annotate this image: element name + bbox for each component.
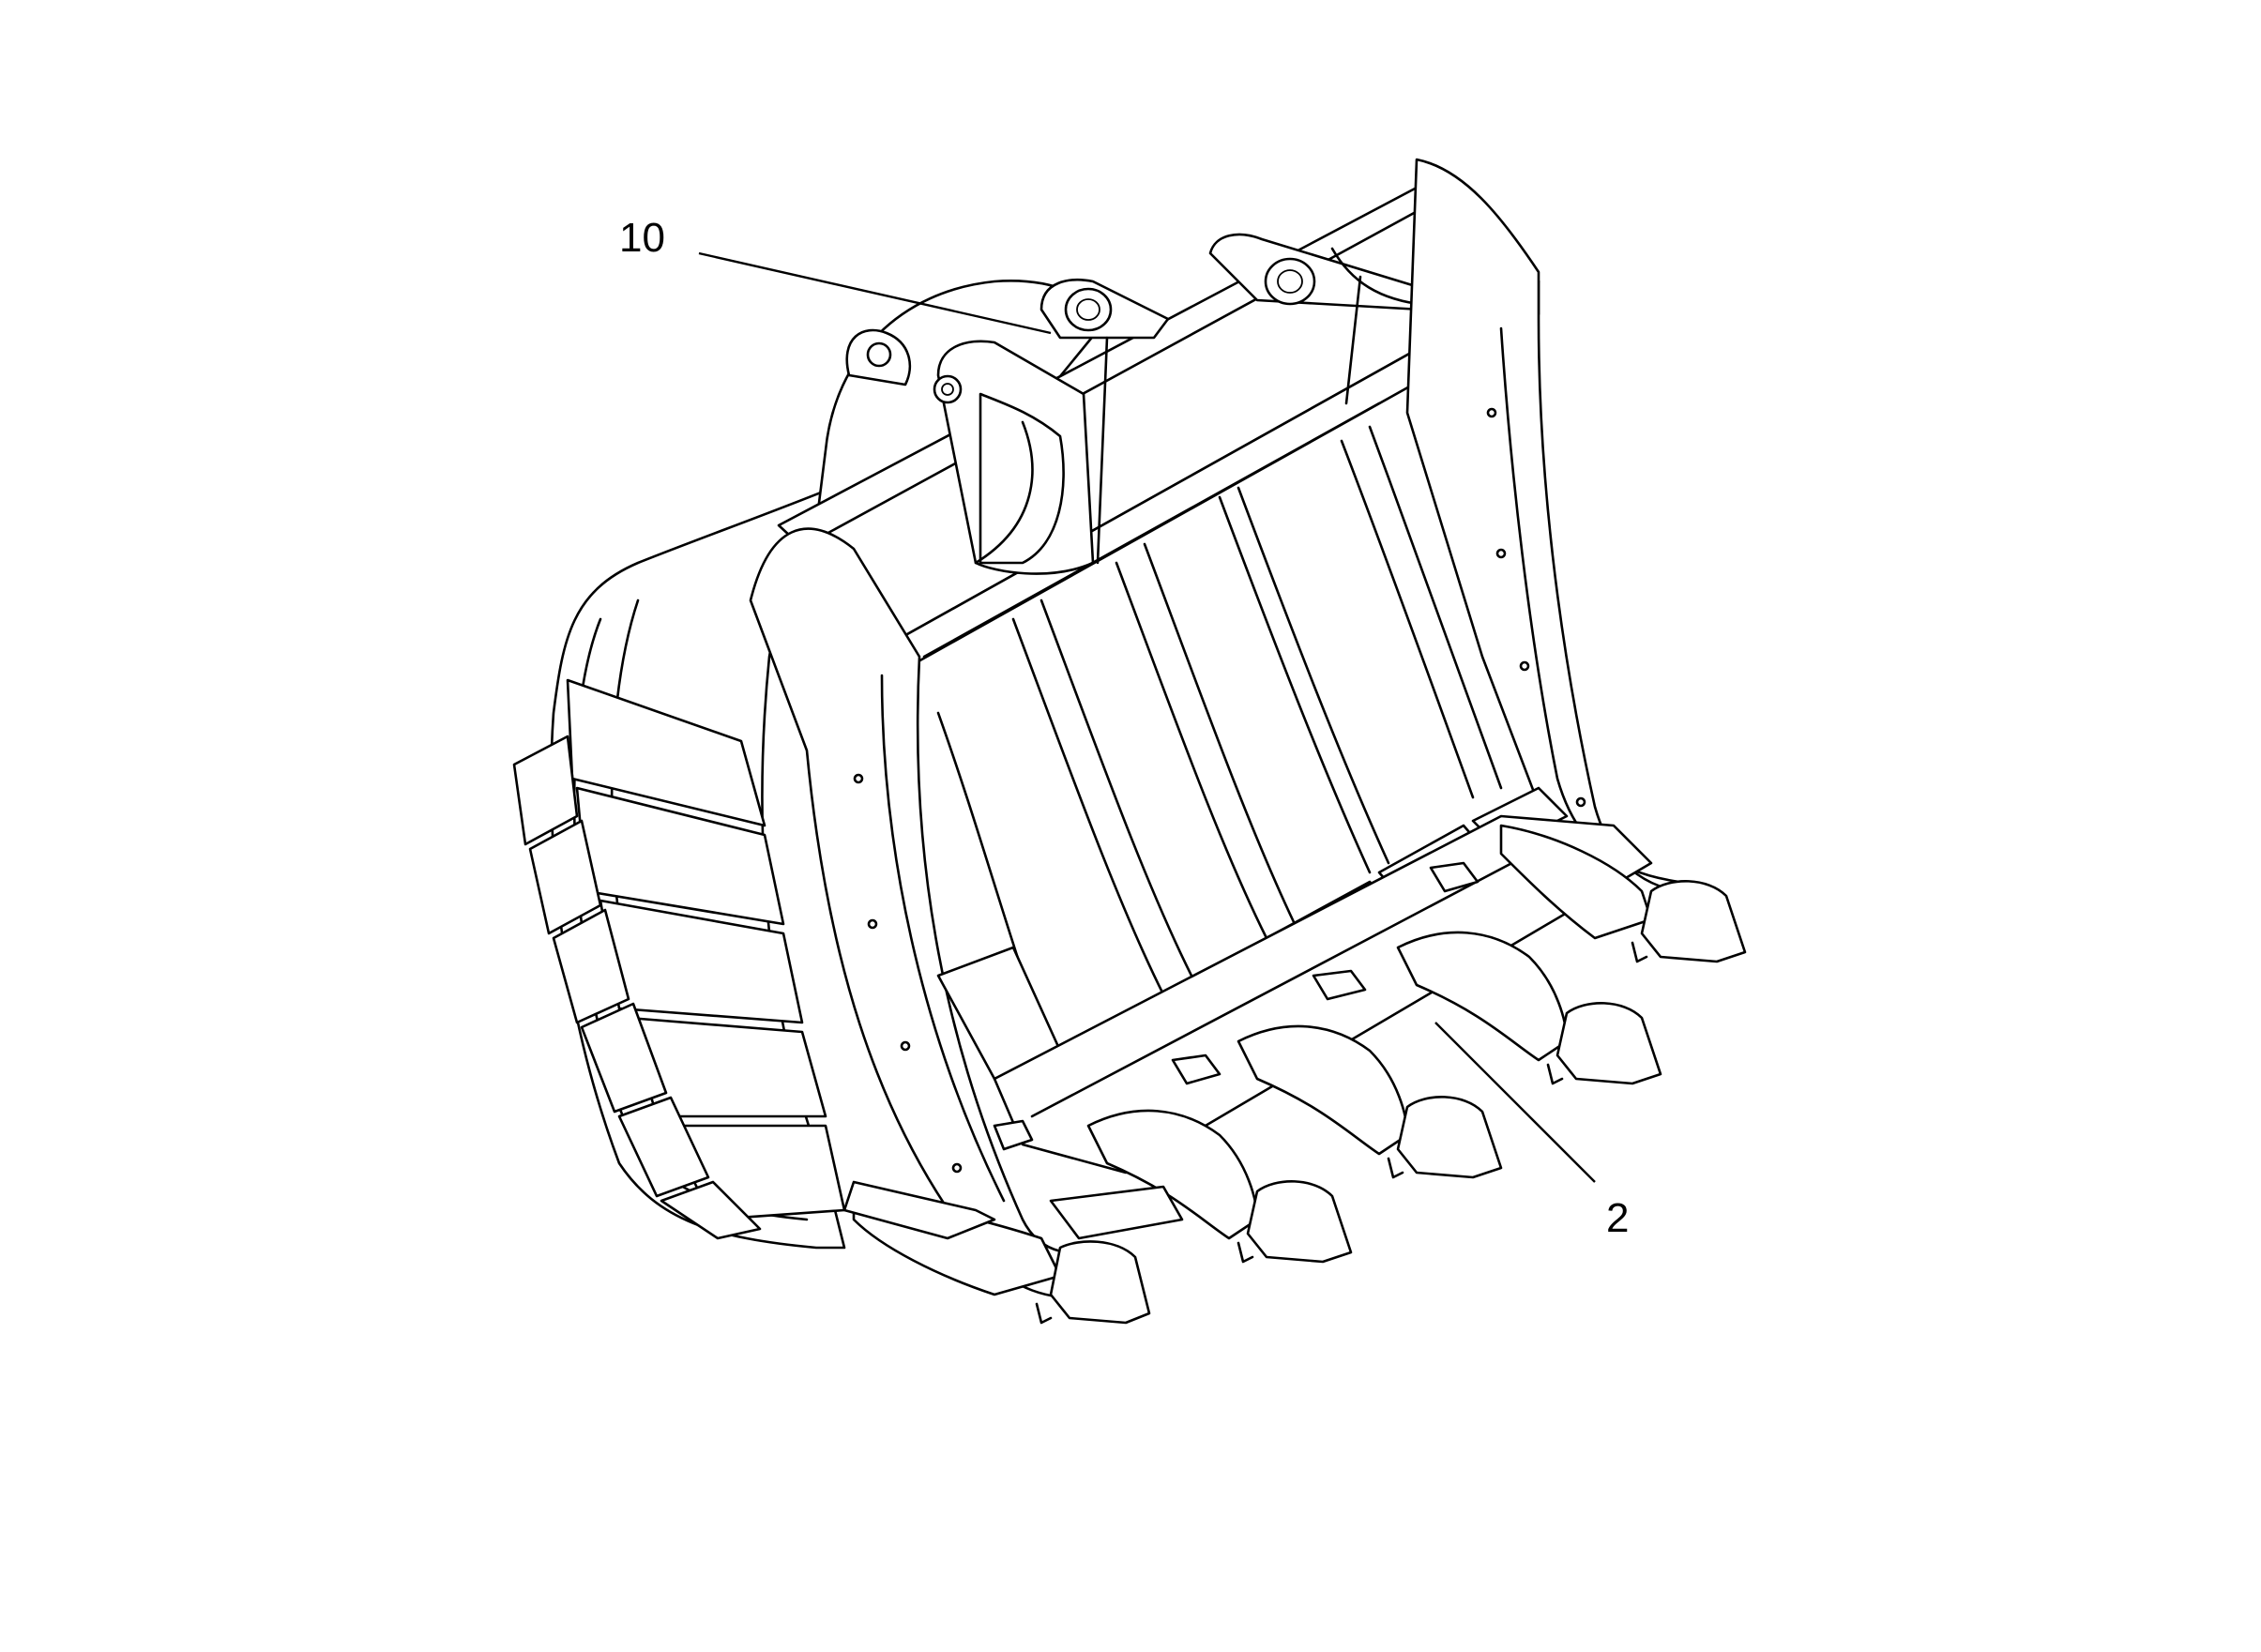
callout-10-group: 10 [619, 215, 1052, 335]
callout-2-group: 2 [1434, 1022, 1629, 1241]
left-skid-shoes [512, 735, 762, 1240]
side-cutter [842, 1180, 1184, 1240]
lifting-eye [845, 328, 912, 386]
cutting-edge [993, 814, 1653, 1175]
front-side-plate [749, 527, 1109, 1299]
hinge-ears [1039, 233, 1433, 565]
callout-10-label: 10 [619, 215, 665, 261]
side-bolts [853, 407, 1586, 1174]
callout-10-leader [698, 251, 1052, 335]
bucket-teeth [852, 824, 1747, 1325]
interior-ribs [922, 402, 1503, 1081]
callout-2-leader [1434, 1022, 1596, 1183]
callout-2-label: 2 [1606, 1195, 1629, 1241]
left-hinge-ear [933, 340, 1095, 575]
tooth-lock-holes [993, 861, 1480, 1151]
